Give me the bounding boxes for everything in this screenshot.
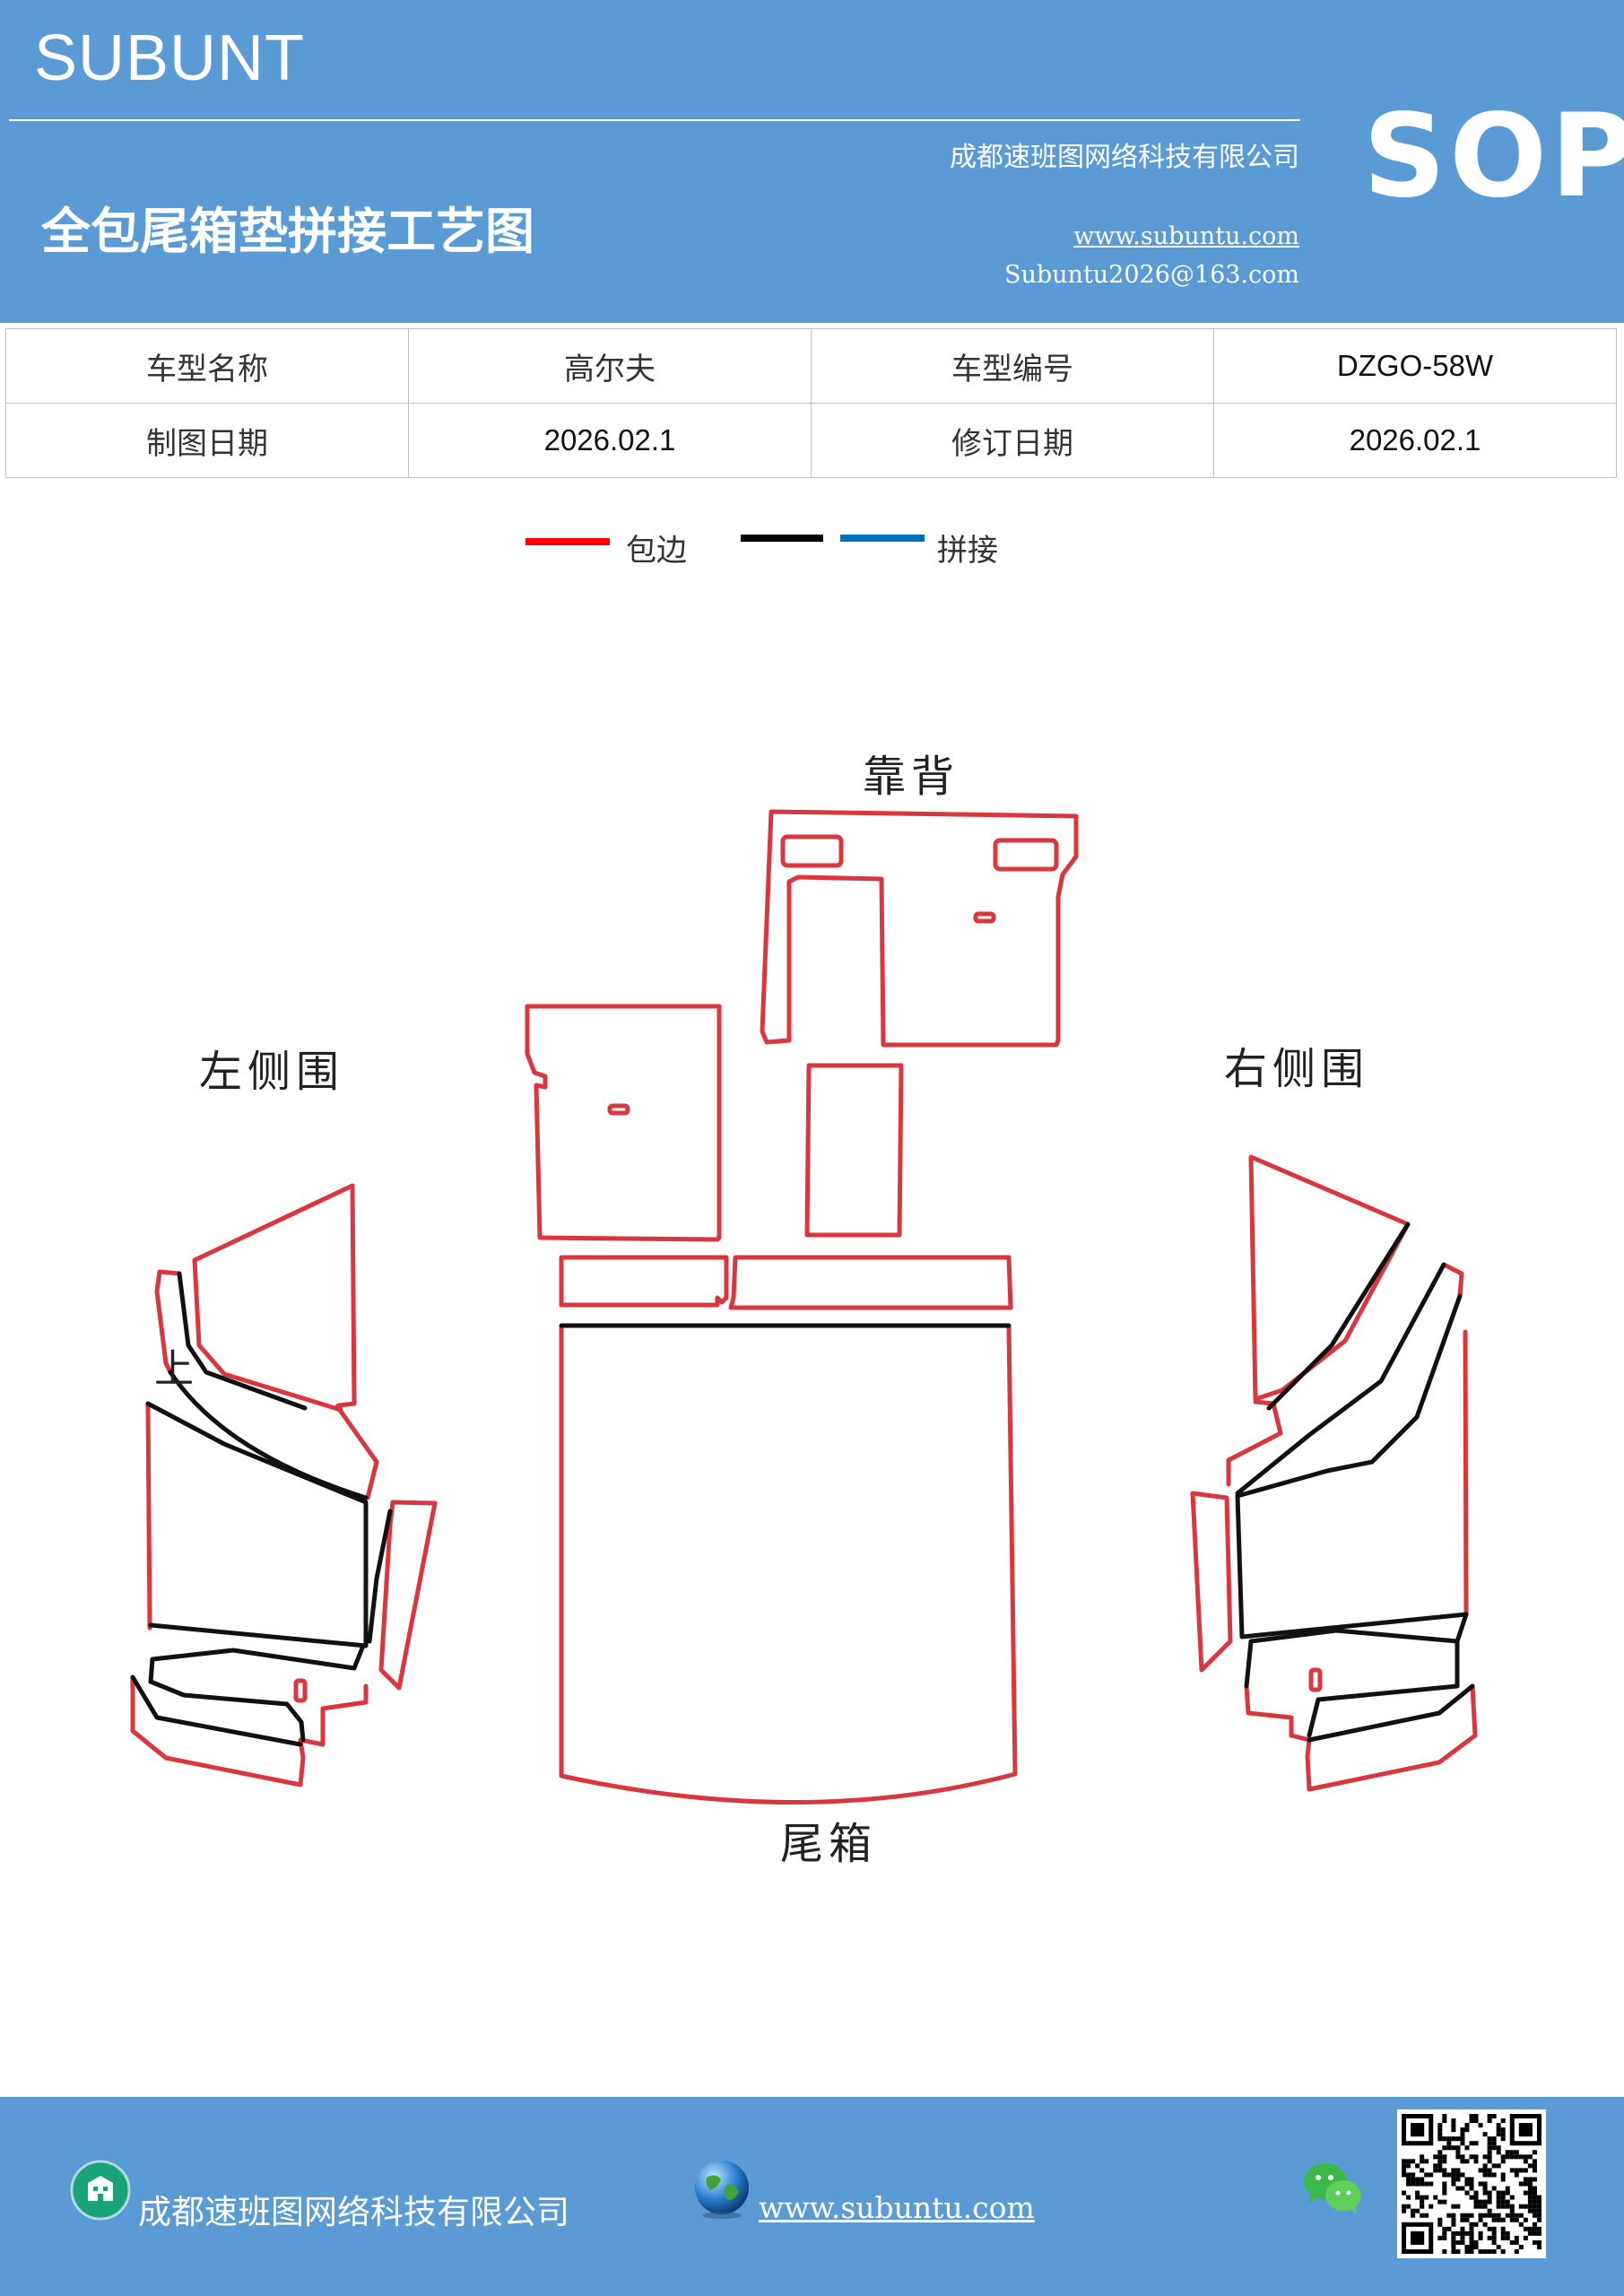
label-backrest: 靠背	[863, 752, 960, 802]
brand-name: SUBUNT	[34, 22, 306, 94]
table-row: 车型名称 高尔夫 车型编号 DZGO-58W	[5, 328, 1617, 404]
building-icon	[70, 2160, 131, 2221]
backrest-left-piece	[525, 1004, 722, 1242]
label-up-mark: 上	[154, 1346, 194, 1392]
header-company: 成都速班图网络科技有限公司	[950, 142, 1299, 173]
right-seam-5	[1307, 1639, 1460, 1738]
left-side-slot	[293, 1678, 308, 1703]
backrest-main-piece	[760, 809, 1079, 1048]
right-seam-3	[1235, 1293, 1469, 1639]
left-side-notch	[334, 1404, 379, 1465]
right-side-upper	[1248, 1154, 1411, 1402]
vehicle-info-table: 车型名称 高尔夫 车型编号 DZGO-58W 制图日期 2026.02.1 修订…	[5, 328, 1617, 478]
backrest-slot-right	[993, 838, 1059, 872]
backrest-slot-left	[780, 834, 844, 868]
legend-label: 包边	[626, 533, 687, 569]
left-seam-5	[130, 1674, 303, 1747]
left-seam-4	[148, 1643, 366, 1743]
left-side-middle	[145, 1401, 152, 1631]
legend-swatch-black	[741, 535, 823, 542]
right-side-notch	[1226, 1399, 1283, 1487]
right-seam-1	[1266, 1222, 1411, 1411]
header-banner: SUBUNT 成都速班图网络科技有限公司 全包尾箱垫拼接工艺图 www.subu…	[0, 0, 1624, 323]
table-cell: 车型编号	[811, 328, 1214, 404]
table-cell: 制图日期	[5, 403, 409, 478]
left-seam-2	[145, 1401, 369, 1648]
backrest-small-slot	[973, 911, 996, 924]
right-seam-4	[1244, 1612, 1469, 1689]
table-cell: 修订日期	[811, 403, 1214, 478]
document-title: 全包尾箱垫拼接工艺图	[41, 202, 535, 260]
backrest-left-slot	[607, 1103, 630, 1116]
left-seam-3	[168, 1370, 369, 1500]
wechat-icon[interactable]	[1302, 2160, 1365, 2215]
right-side-left-rail	[1190, 1491, 1233, 1673]
left-seam-6	[367, 1509, 393, 1644]
table-row: 制图日期 2026.02.1 修订日期 2026.02.1	[5, 403, 1617, 478]
footer-website-link[interactable]: www.subuntu.com	[759, 2190, 1035, 2225]
table-cell: 2026.02.1	[1213, 403, 1617, 478]
right-side-back	[1463, 1329, 1469, 1617]
legend-swatch-red	[525, 538, 610, 545]
table-cell: 高尔夫	[408, 328, 812, 404]
trunk-strip-left	[559, 1255, 729, 1308]
label-right-side: 右侧围	[1224, 1044, 1370, 1094]
left-seam-1	[177, 1271, 308, 1411]
left-side-rail	[378, 1500, 438, 1691]
header-divider	[9, 119, 1300, 121]
globe-icon	[695, 2161, 749, 2219]
right-side-tab	[1441, 1262, 1464, 1299]
label-left-side: 左侧围	[199, 1047, 345, 1097]
right-side-bottom	[1244, 1683, 1478, 1792]
trunk-strip-right	[728, 1255, 1013, 1310]
footer-company: 成都速班图网络科技有限公司	[138, 2193, 569, 2231]
footer-banner: 成都速班图网络科技有限公司 www.subuntu.com	[0, 2097, 1624, 2296]
legend: 包边 拼接	[0, 520, 1624, 574]
table-cell: DZGO-58W	[1213, 328, 1617, 404]
legend-swatch-blue	[840, 535, 925, 542]
left-side-tab	[154, 1269, 182, 1375]
qr-code	[1397, 2109, 1546, 2258]
right-seam-2	[1235, 1262, 1446, 1496]
header-email: Subuntu2026@163.com	[1004, 261, 1299, 289]
right-side-slot	[1308, 1667, 1323, 1692]
table-cell: 2026.02.1	[408, 403, 812, 478]
right-seam-6	[1307, 1683, 1475, 1743]
backrest-center-piece	[804, 1063, 904, 1238]
table-cell: 车型名称	[5, 328, 409, 404]
label-trunk: 尾箱	[780, 1819, 878, 1869]
legend-label: 拼接	[937, 533, 998, 569]
header-website-link[interactable]: www.subuntu.com	[1073, 222, 1299, 250]
left-side-notch-2	[365, 1459, 379, 1500]
sop-badge: SOP	[1363, 90, 1624, 223]
left-side-bottom	[130, 1674, 369, 1787]
trunk-main-piece	[559, 1325, 1018, 1805]
